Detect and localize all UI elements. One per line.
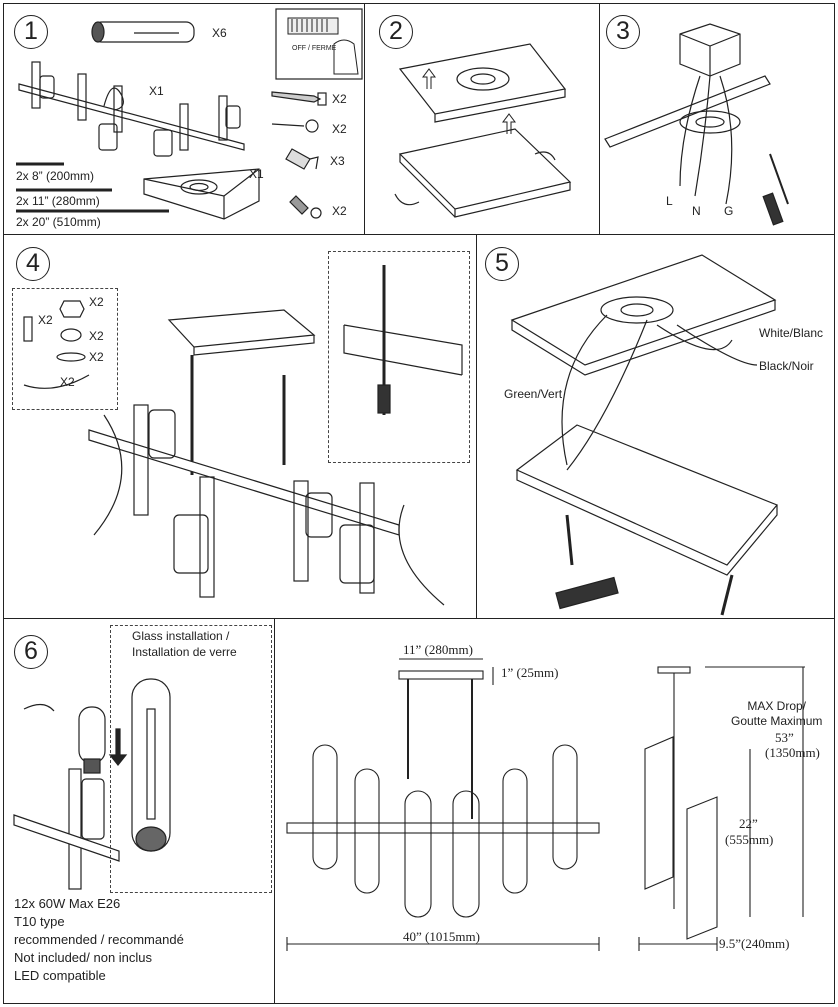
part-qty-3: X2 [89, 329, 104, 343]
connection-illustration [510, 254, 778, 616]
step1-panel: 1 X6 X1 X1 X2 X2 X3 X2 OFF / FERMÉ 2x 8”… [3, 3, 365, 235]
rod-20in: 2x 20” (510mm) [16, 215, 101, 229]
body-height-inches: 22” [739, 816, 758, 831]
canopy-width-label: 11” (280mm) [403, 642, 473, 657]
rod-8in: 2x 8” (200mm) [16, 169, 95, 183]
part-qty-2: X2 [38, 313, 53, 327]
dimension-drawing [286, 658, 805, 951]
spec-line: recommended / recommandé [14, 932, 184, 947]
part-qty-5: X2 [60, 375, 75, 389]
qty-screw: X2 [332, 122, 347, 136]
canopy-height-label: 1” (25mm) [501, 665, 559, 680]
spec-line: 12x 60W Max E26 [14, 896, 121, 911]
black-wire-label: Black/Noir [759, 359, 814, 373]
step4-panel: 4 X2 X2 X2 X2 X2 X1 [3, 234, 477, 619]
wire-g-label: G [724, 204, 734, 218]
step-number-6: 6 [14, 635, 48, 669]
overall-width-label: 40” (1015mm) [403, 929, 480, 944]
wire-n-label: N [692, 204, 701, 218]
glass-inset [110, 625, 272, 893]
switch-label: OFF / FERMÉ [292, 45, 337, 52]
step3-panel: 3 L N G [599, 3, 835, 235]
step2-panel: 2 [364, 3, 600, 235]
mounting-illustration [394, 43, 572, 218]
depth-label: 9.5”(240mm) [719, 936, 790, 951]
step-number-3: 3 [606, 15, 640, 49]
glass-title: Glass installation / Installation de ver… [132, 629, 237, 659]
max-drop-inches: 53” [775, 730, 794, 745]
rod-11in: 2x 11” (280mm) [16, 194, 100, 208]
qty-bar: X1 [149, 84, 164, 98]
spec-line: LED compatible [14, 968, 106, 983]
spec-line: T10 type [14, 914, 65, 929]
assembly-illustration [23, 265, 463, 606]
dimensions-panel: 11” (280mm) 1” (25mm) 40” (1015mm) MAX D… [274, 618, 835, 1004]
part-qty-4: X2 [89, 350, 104, 364]
parts-inset [12, 288, 118, 410]
parts-illustration [16, 8, 363, 220]
white-wire-label: White/Blanc [759, 326, 824, 340]
max-drop-label: MAX Drop/ Goutte Maximum [731, 699, 823, 728]
step5-panel: 5 White/Blanc Black/Noir Green/Vert [476, 234, 835, 619]
step-number-5: 5 [485, 247, 519, 281]
qty-anchor: X2 [332, 92, 347, 106]
step-number-1: 1 [14, 15, 48, 49]
bulb-illustration [13, 678, 171, 890]
green-wire-label: Green/Vert [504, 387, 563, 401]
spec-line: Not included/ non inclus [14, 950, 153, 965]
detail-inset [328, 251, 470, 463]
max-drop-mm: (1350mm) [765, 745, 820, 760]
step6-panel: 6 Glass installation / Installation de v… [3, 618, 275, 1004]
qty-nut: X3 [330, 154, 345, 168]
bulb-specs: 12x 60W Max E26 T10 type recommended / r… [14, 895, 184, 985]
step-number-2: 2 [379, 15, 413, 49]
qty-tube: X6 [212, 26, 227, 40]
part-qty-1: X2 [89, 295, 104, 309]
wire-l-label: L [666, 194, 673, 208]
body-height-mm: (555mm) [725, 832, 774, 847]
step-number-4: 4 [16, 247, 50, 281]
qty-bolt: X2 [332, 204, 347, 218]
qty-plate: X1 [249, 167, 264, 181]
wiring-illustration [604, 23, 789, 226]
